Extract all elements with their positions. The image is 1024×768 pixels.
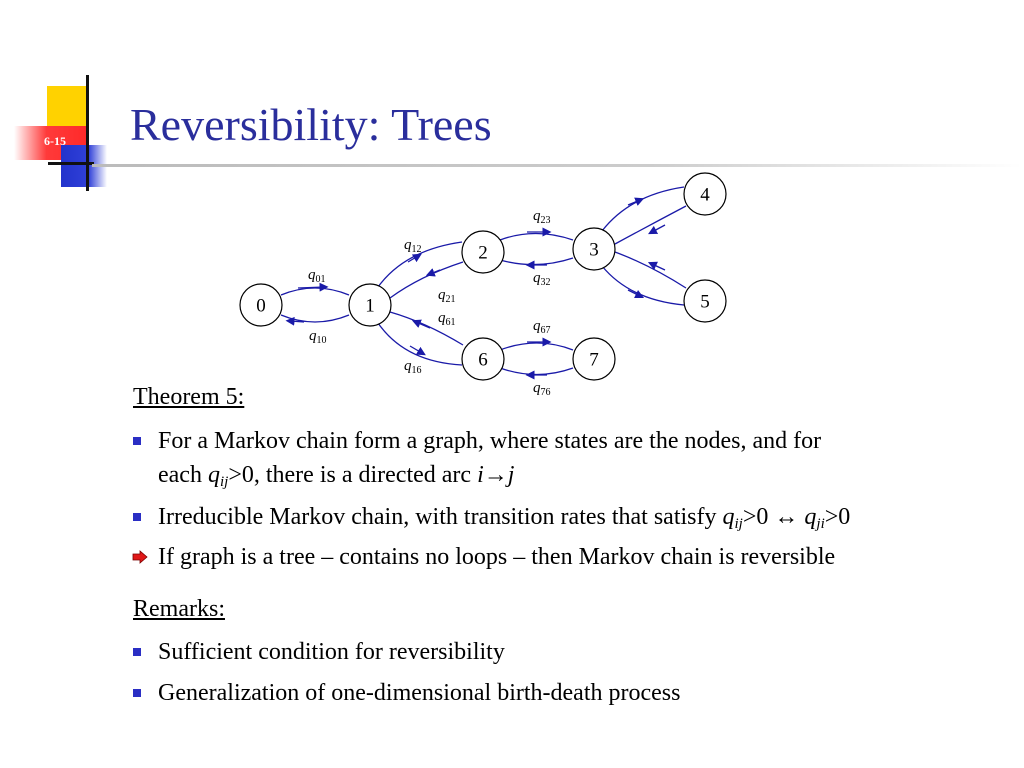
rate-label-q61: q61 bbox=[438, 310, 456, 328]
arc-3-5 bbox=[601, 265, 685, 306]
arc-6-1 bbox=[389, 311, 464, 346]
rate-label-q01: q01 bbox=[308, 267, 326, 285]
bullet-square-icon bbox=[133, 513, 141, 521]
remarks-heading: Remarks: bbox=[133, 596, 225, 622]
theorem-heading: Theorem 5: bbox=[133, 384, 245, 410]
rate-label-q32: q32 bbox=[533, 270, 551, 288]
state-node-5: 5 bbox=[683, 279, 727, 323]
red-arrow-bullet-icon bbox=[132, 550, 148, 564]
arc-6-7 bbox=[499, 337, 574, 351]
slide-number: 6-15 bbox=[44, 134, 66, 148]
logo-vertical-line bbox=[86, 75, 89, 191]
state-node-7: 7 bbox=[572, 337, 616, 381]
arc-7-6 bbox=[499, 367, 574, 380]
title-underline bbox=[92, 164, 1022, 167]
bullet-square-icon bbox=[133, 648, 141, 656]
state-node-4: 4 bbox=[683, 172, 727, 216]
state-node-3: 3 bbox=[572, 227, 616, 271]
state-node-0: 0 bbox=[239, 283, 283, 327]
svg-text:6: 6 bbox=[478, 350, 488, 371]
svg-text:1: 1 bbox=[365, 296, 375, 317]
logo-yellow-block bbox=[47, 86, 87, 132]
rate-label-q12: q12 bbox=[404, 237, 422, 255]
bullet-square-icon bbox=[133, 437, 141, 445]
slide-title: Reversibility: Trees bbox=[130, 99, 492, 150]
theorem-bullet-1: For a Markov chain form a graph, where s… bbox=[133, 424, 1003, 492]
rate-label-q16: q16 bbox=[404, 358, 422, 376]
logo-horizontal-line bbox=[48, 162, 94, 165]
svg-text:0: 0 bbox=[256, 296, 266, 317]
svg-text:3: 3 bbox=[589, 240, 599, 261]
arc-1-0 bbox=[280, 314, 350, 326]
arc-0-1 bbox=[280, 282, 350, 296]
svg-text:7: 7 bbox=[589, 350, 599, 371]
arc-2-1 bbox=[389, 261, 464, 299]
bullet-square-icon bbox=[133, 689, 141, 697]
rate-label-q10: q10 bbox=[309, 328, 327, 346]
state-node-1: 1 bbox=[348, 283, 392, 327]
theorem-bullet-2: Irreducible Markov chain, with transitio… bbox=[133, 500, 1003, 534]
remarks-bullet-1: Sufficient condition for reversibility bbox=[133, 635, 1003, 669]
arc-5-3 bbox=[614, 251, 687, 289]
arc-1-2 bbox=[377, 241, 463, 288]
rate-label-q76: q76 bbox=[533, 380, 551, 398]
svg-text:4: 4 bbox=[700, 185, 710, 206]
arc-4-3 bbox=[614, 205, 687, 245]
state-node-6: 6 bbox=[461, 337, 505, 381]
rate-label-q67: q67 bbox=[533, 318, 551, 336]
arc-3-2 bbox=[499, 257, 574, 270]
arc-2-3 bbox=[499, 227, 574, 241]
arc-3-4 bbox=[601, 186, 685, 232]
rate-label-q21: q21 bbox=[438, 287, 456, 305]
state-node-2: 2 bbox=[461, 230, 505, 274]
theorem-bullet-3: If graph is a tree – contains no loops –… bbox=[132, 540, 1003, 574]
remarks-bullet-2: Generalization of one-dimensional birth-… bbox=[133, 676, 1003, 710]
svg-text:5: 5 bbox=[700, 292, 710, 313]
svg-text:2: 2 bbox=[478, 243, 488, 264]
arc-1-6 bbox=[377, 322, 463, 366]
rate-label-q23: q23 bbox=[533, 208, 551, 226]
